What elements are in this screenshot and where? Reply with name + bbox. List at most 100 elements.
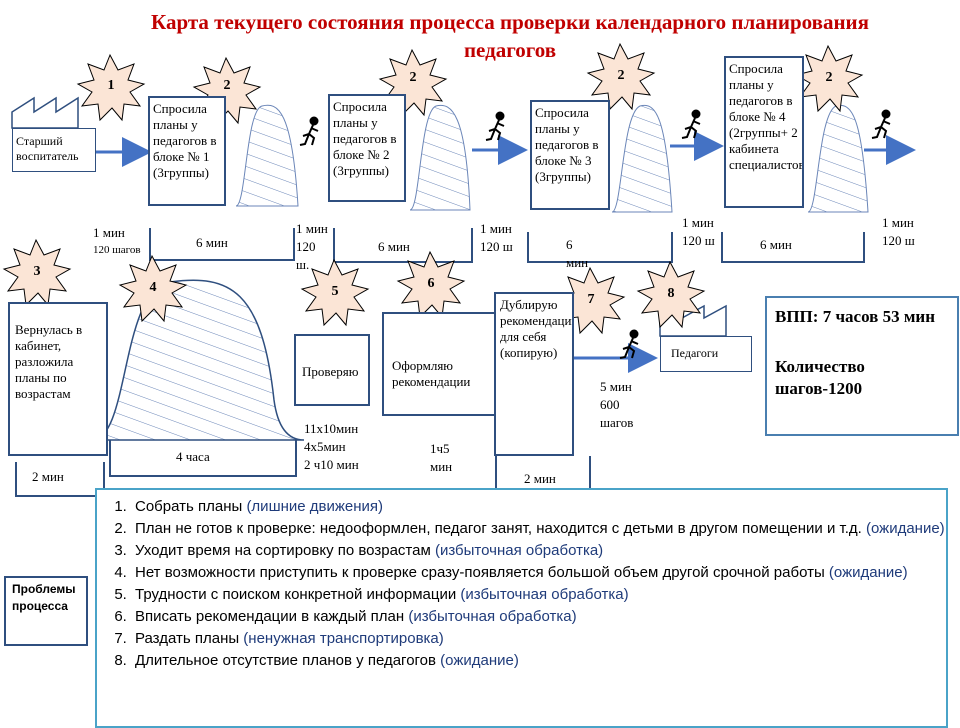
title-line-2: педагогов <box>463 38 557 62</box>
burst-number: 2 <box>617 68 625 83</box>
burst-1-icon <box>76 53 146 122</box>
process-box-block-4: Спросила планы у педагогов в блоке № 4 (… <box>724 56 804 208</box>
burst-number: 8 <box>667 286 675 301</box>
steps-label: 120 ш <box>882 233 915 248</box>
burst-8-icon <box>636 260 706 329</box>
burst-number: 4 <box>149 280 157 295</box>
burst-2c-icon <box>586 42 656 111</box>
cycle-time-label: 4 часа <box>176 449 210 464</box>
customer-label: Педагоги <box>671 346 719 360</box>
cycle-time-label: 2 мин <box>32 469 64 484</box>
wait-shape <box>611 104 673 213</box>
time-label: 11х10мин <box>304 421 359 436</box>
summary-lead-time: ВПП: 7 часов 53 мин <box>775 307 936 326</box>
burst-5-icon <box>300 258 370 327</box>
burst-number: 2 <box>825 70 833 85</box>
time-label: мин <box>430 459 453 474</box>
burst-number: 5 <box>331 284 339 299</box>
process-box-block-3: Спросила планы у педагогов в блоке № 3 (… <box>530 100 610 210</box>
runner-icon <box>619 329 639 359</box>
time-label: 1 мин <box>93 225 125 240</box>
problem-item: Нет возможности приступить к проверке ср… <box>131 562 946 584</box>
cycle-time-label: 6 мин <box>378 239 410 254</box>
problems-label: Проблемы процесса <box>4 576 88 646</box>
summary-box: ВПП: 7 часов 53 мин Количество шагов-120… <box>765 296 959 436</box>
time-label: 1 мин <box>480 221 512 236</box>
problem-waste: (ненужная транспортировка) <box>243 630 444 647</box>
time-label: 4х5мин <box>304 439 346 454</box>
problem-text: Длительное отсутствие планов у педагогов <box>135 652 436 669</box>
problem-waste: (лишние движения) <box>246 498 384 515</box>
time-label: 1 мин <box>682 215 714 230</box>
process-box-duplicate: Дублирую рекомендации для себя (копирую) <box>494 292 574 456</box>
burst-6-icon <box>396 250 466 319</box>
problem-item: Трудности с поиском конкретной информаци… <box>131 584 946 606</box>
supplier-factory-icon <box>11 96 79 129</box>
problem-text: Собрать планы <box>135 498 243 515</box>
process-box-check: Проверяю <box>294 334 370 406</box>
runner-icon <box>299 116 319 146</box>
problem-item: Собрать планы (лишние движения) <box>131 496 946 518</box>
process-box-block-2: Спросила планы у педагогов в блоке № 2 (… <box>328 94 406 202</box>
burst-7-icon <box>556 266 626 335</box>
steps-label: ш. <box>296 257 310 272</box>
summary-steps: Количество шагов-1200 <box>775 357 865 398</box>
burst-number: 2 <box>223 78 231 93</box>
wait-shape <box>235 104 299 207</box>
problem-text: Уходит время на сортировку по возрастам <box>135 542 431 559</box>
runner-icon <box>681 109 701 139</box>
cycle-time-label: мин <box>566 255 589 270</box>
title-line-1: Карта текущего состояния процесса провер… <box>151 10 869 34</box>
cycle-time-label: 2 мин <box>524 471 556 486</box>
problem-waste: (ожидание) <box>440 652 519 669</box>
steps-label: 120 ш <box>682 233 715 248</box>
steps-label: 120 ш <box>480 239 513 254</box>
time-label: 2 ч10 мин <box>304 457 359 472</box>
timeline-row1 <box>149 228 865 263</box>
wait-shape-large <box>91 279 305 441</box>
supplier-box: Старший воспитатель <box>12 128 96 172</box>
problems-list-box: Собрать планы (лишние движения) План не … <box>95 488 948 728</box>
burst-4-icon <box>118 254 188 323</box>
burst-3-icon <box>2 238 72 307</box>
time-label: 5 мин <box>600 379 632 394</box>
burst-number: 3 <box>33 264 41 279</box>
cycle-time-label: 6 <box>566 237 573 252</box>
problem-text: Трудности с поиском конкретной информаци… <box>135 586 457 603</box>
wait-shape <box>409 104 471 211</box>
process-text: Дублирую рекомендации для себя (копирую) <box>500 297 574 360</box>
problem-waste: (избыточная обработка) <box>460 586 629 603</box>
problem-text: Раздать планы <box>135 630 244 647</box>
burst-number: 7 <box>587 292 595 307</box>
time-label: 1ч5 <box>430 441 450 456</box>
burst-number: 6 <box>427 276 435 291</box>
process-text: Спросила планы у педагогов в блоке № 2 (… <box>333 99 397 178</box>
problem-item: Раздать планы (ненужная транспортировка) <box>131 628 946 650</box>
problem-item: План не готов к проверке: недооформлен, … <box>131 518 946 540</box>
process-text: Оформляю рекомендации <box>392 358 471 389</box>
time-label: 1 мин <box>882 215 914 230</box>
supplier-label: Старший воспитатель <box>16 134 79 163</box>
burst-2d-icon <box>794 44 864 113</box>
burst-number: 1 <box>107 78 115 93</box>
problem-waste: (ожидание) <box>865 520 945 537</box>
process-text: Спросила планы у педагогов в блоке № 1 (… <box>153 101 217 180</box>
problem-text: План не готов к проверке: недооформлен, … <box>135 520 862 537</box>
steps-label: 120 <box>296 239 316 254</box>
problem-waste: (избыточная обработка) <box>434 542 604 559</box>
problem-text: Вписать рекомендации в каждый план <box>135 608 405 625</box>
cycle-time-label: 6 мин <box>760 237 792 252</box>
problem-item: Вписать рекомендации в каждый план (избы… <box>131 606 946 628</box>
problem-item: Длительное отсутствие планов у педагогов… <box>131 650 946 672</box>
process-text: Вернулась в кабинет, разложила планы по … <box>15 322 83 401</box>
cycle-time-label: 6 мин <box>196 235 228 250</box>
process-text: Спросила планы у педагогов в блоке № 4 (… <box>729 61 804 172</box>
problem-waste: (избыточная обработка) <box>408 608 577 625</box>
runner-icon <box>485 111 505 141</box>
steps-label: шагов <box>600 415 634 430</box>
process-text: Проверяю <box>302 364 359 379</box>
time-label: 1 мин <box>296 221 328 236</box>
runner-icon <box>871 109 891 139</box>
process-box-sort: Вернулась в кабинет, разложила планы по … <box>8 302 108 456</box>
